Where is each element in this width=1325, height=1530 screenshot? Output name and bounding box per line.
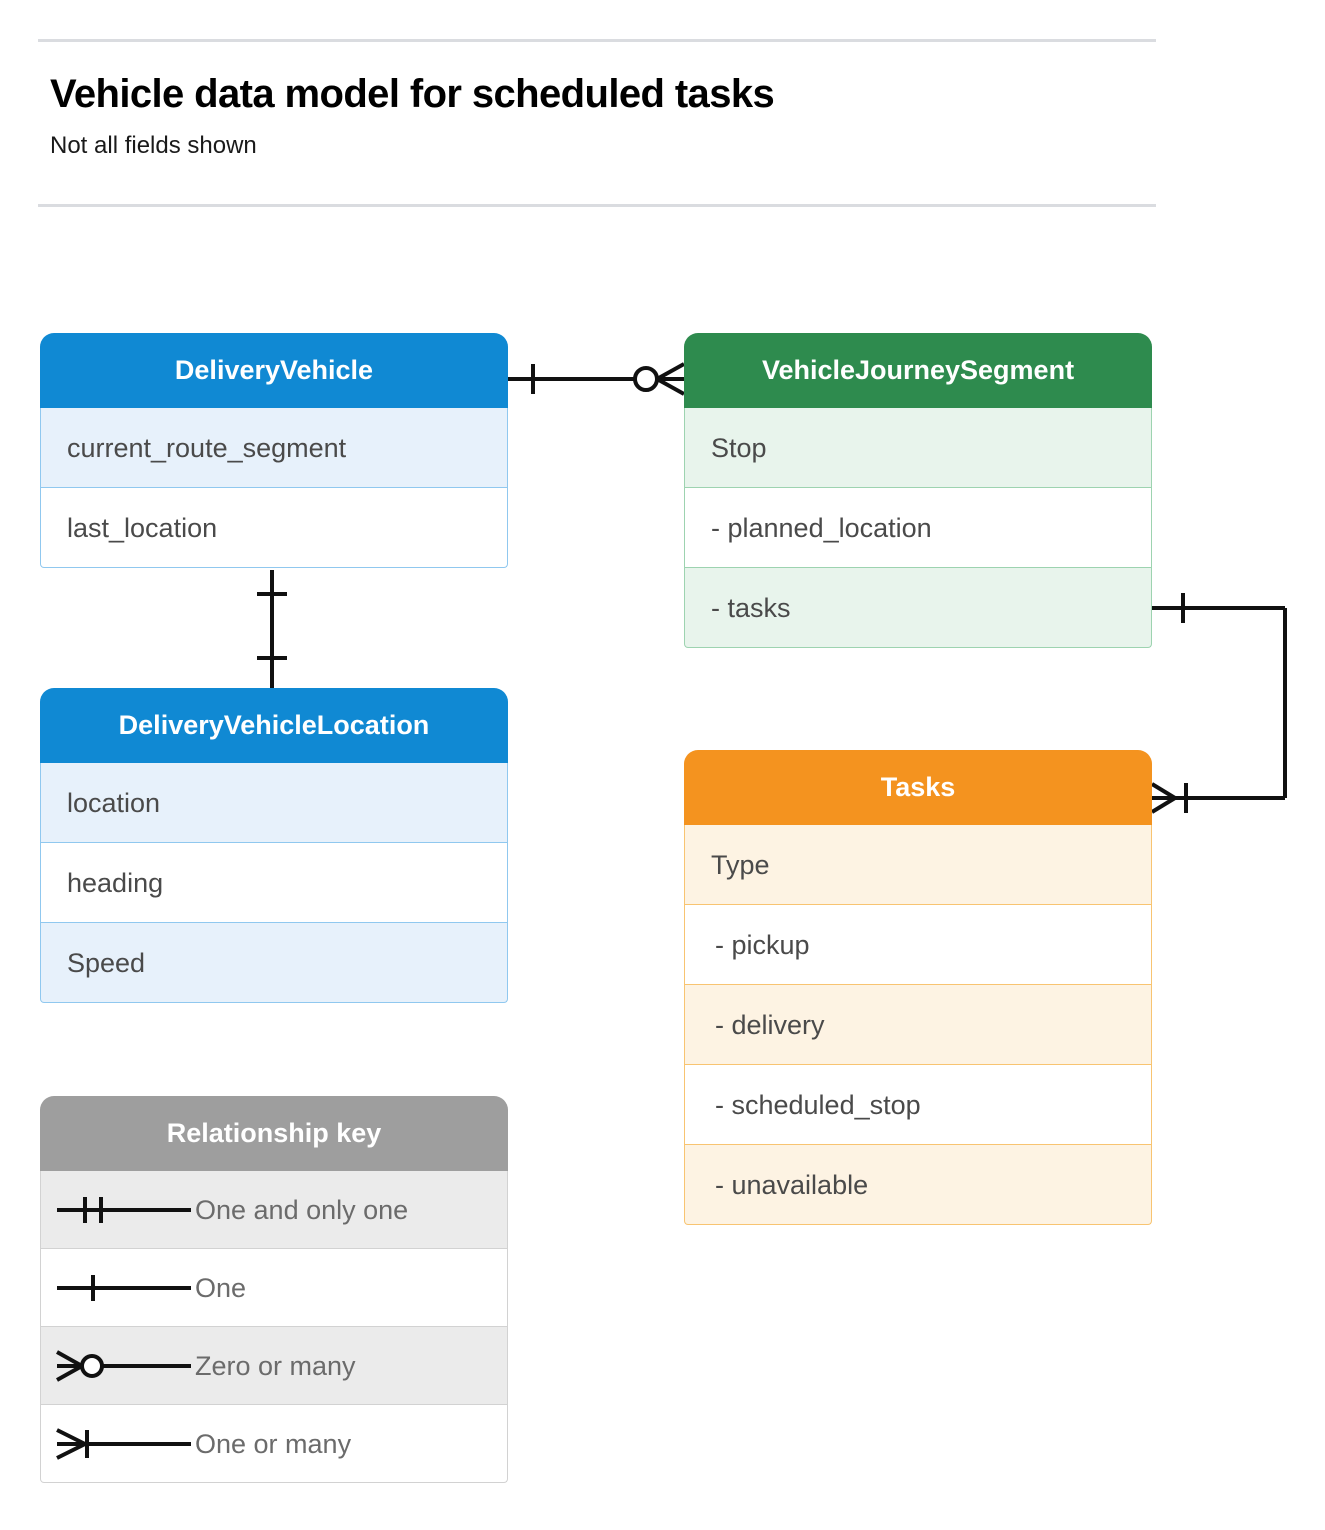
entity-field-row: - scheduled_stop bbox=[684, 1065, 1152, 1145]
legend-row: One bbox=[40, 1249, 508, 1327]
connector-vehiclejourneysegment-tasks bbox=[1150, 593, 1287, 814]
entity-field-row: - pickup bbox=[684, 905, 1152, 985]
entity-title-delivery-vehicle: DeliveryVehicle bbox=[40, 333, 508, 408]
legend-row: One or many bbox=[40, 1405, 508, 1483]
legend-label: Zero or many bbox=[195, 1350, 356, 1381]
entity-field-row: - unavailable bbox=[684, 1145, 1152, 1225]
legend-relationship-key[interactable]: Relationship key One and only one One bbox=[40, 1096, 508, 1483]
one-and-only-one-icon bbox=[55, 1190, 195, 1230]
entity-field-row: heading bbox=[40, 843, 508, 923]
entity-title-tasks: Tasks bbox=[684, 750, 1152, 825]
entity-field-row: Speed bbox=[40, 923, 508, 1003]
entity-field-row: current_route_segment bbox=[40, 408, 508, 488]
legend-title: Relationship key bbox=[40, 1096, 508, 1171]
entity-field-row: location bbox=[40, 763, 508, 843]
legend-row: Zero or many bbox=[40, 1327, 508, 1405]
connector-deliveryvehicle-vehiclejourneysegment bbox=[508, 362, 685, 396]
entity-title-vehicle-journey-segment: VehicleJourneySegment bbox=[684, 333, 1152, 408]
entity-delivery-vehicle[interactable]: DeliveryVehicle current_route_segment la… bbox=[40, 333, 508, 568]
entity-field-row: - delivery bbox=[684, 985, 1152, 1065]
header-divider-bottom bbox=[38, 204, 1156, 207]
entity-delivery-vehicle-location[interactable]: DeliveryVehicleLocation location heading… bbox=[40, 688, 508, 1003]
entity-tasks[interactable]: Tasks Type - pickup - delivery - schedul… bbox=[684, 750, 1152, 1225]
connector-deliveryvehicle-deliveryvehiclelocation bbox=[257, 570, 287, 688]
entity-field-row: Stop bbox=[684, 408, 1152, 488]
zero-or-many-icon bbox=[55, 1346, 195, 1386]
page-subtitle: Not all fields shown bbox=[50, 132, 257, 159]
legend-row: One and only one bbox=[40, 1171, 508, 1249]
entity-field-row: last_location bbox=[40, 488, 508, 568]
header-divider-top bbox=[38, 39, 1156, 42]
entity-field-row: Type bbox=[684, 825, 1152, 905]
legend-label: One bbox=[195, 1272, 247, 1303]
entity-field-row: - planned_location bbox=[684, 488, 1152, 568]
entity-field-row: - tasks bbox=[684, 568, 1152, 648]
entity-title-delivery-vehicle-location: DeliveryVehicleLocation bbox=[40, 688, 508, 763]
one-icon bbox=[55, 1268, 195, 1308]
one-or-many-icon bbox=[55, 1424, 195, 1464]
entity-vehicle-journey-segment[interactable]: VehicleJourneySegment Stop - planned_loc… bbox=[684, 333, 1152, 648]
legend-label: One or many bbox=[195, 1428, 352, 1459]
page-title: Vehicle data model for scheduled tasks bbox=[50, 72, 775, 116]
legend-label: One and only one bbox=[195, 1194, 409, 1225]
